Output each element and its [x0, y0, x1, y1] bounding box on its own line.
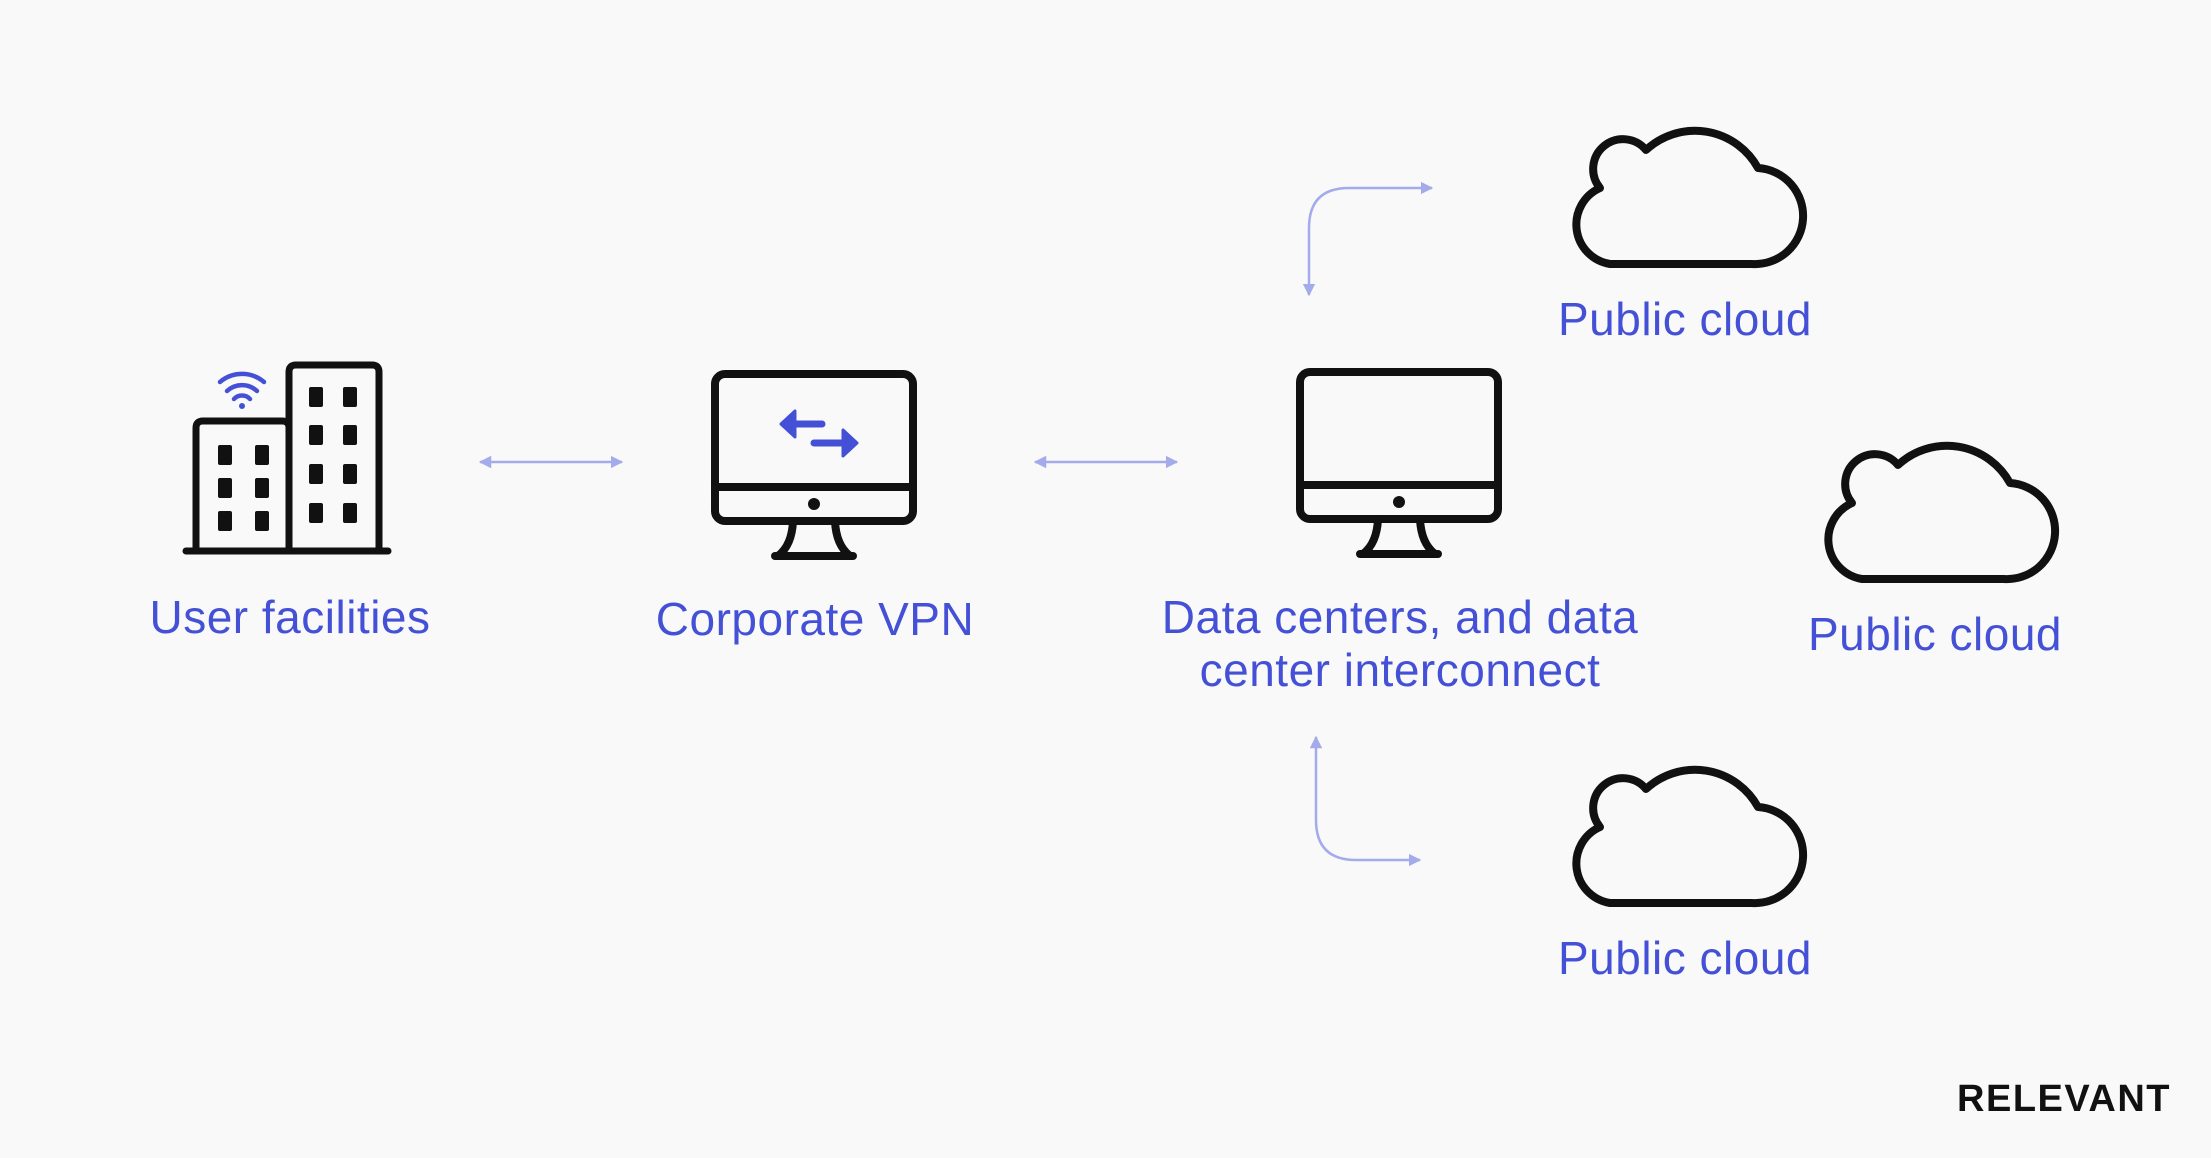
office-building-wifi-icon — [182, 361, 392, 555]
exchange-arrows-icon — [779, 409, 859, 458]
connector-datacenter-cloud-top — [1302, 181, 1434, 297]
wifi-icon — [217, 371, 267, 409]
monitor-exchange-arrows-icon — [711, 370, 917, 560]
public-cloud-label-bottom: Public cloud — [1557, 932, 1813, 984]
corporate-vpn-label: Corporate VPN — [655, 593, 975, 645]
brand-logo: RELEVANT — [1957, 1078, 2171, 1120]
cloud-icon-bottom — [1572, 765, 1808, 908]
cloud-icon-middle — [1824, 441, 2060, 584]
connector-datacenter-cloud-bottom — [1309, 735, 1422, 867]
cloud-icon-top — [1572, 126, 1808, 269]
monitor-icon — [1296, 368, 1502, 558]
public-cloud-label-middle: Public cloud — [1807, 608, 2063, 660]
data-centers-label-line1: Data centers, and data — [1161, 591, 1639, 643]
user-facilities-label: User facilities — [149, 591, 431, 643]
public-cloud-label-top: Public cloud — [1557, 293, 1813, 345]
data-centers-label-line2: center interconnect — [1199, 644, 1601, 696]
